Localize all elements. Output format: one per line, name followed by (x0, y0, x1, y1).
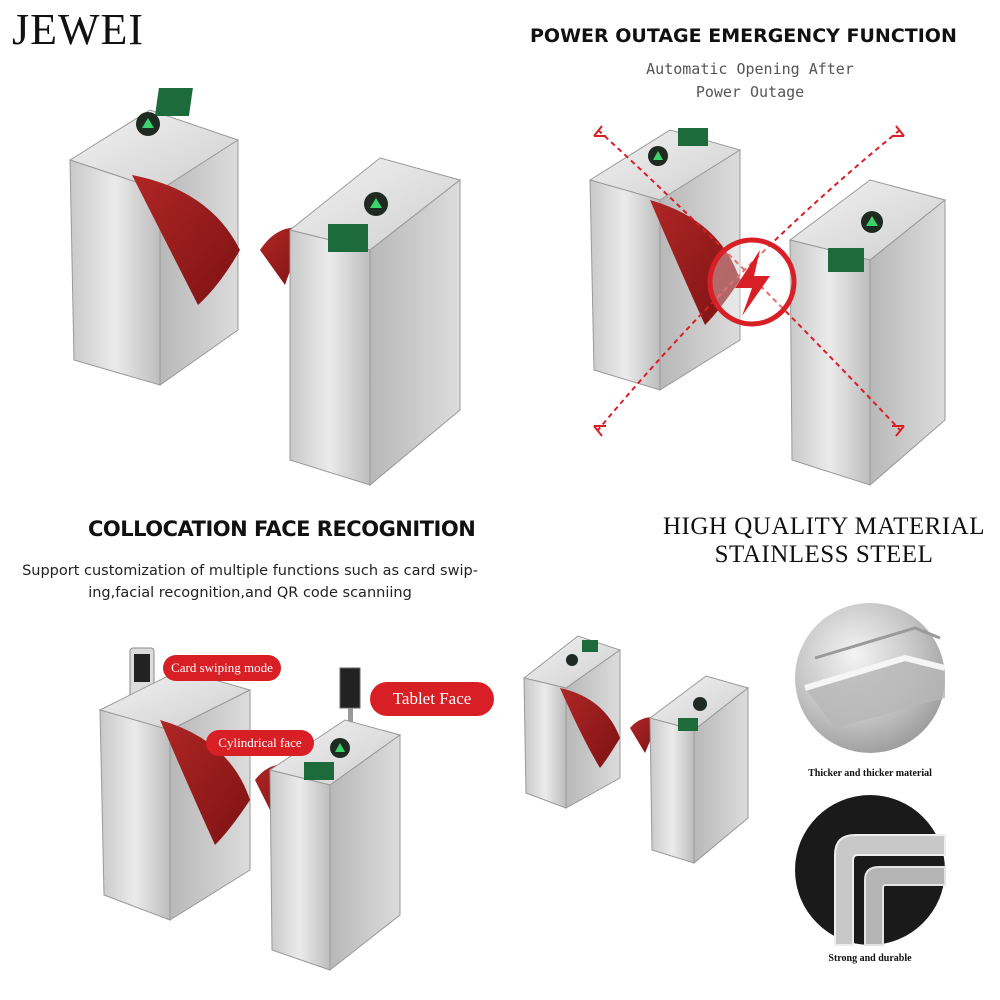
power-outage-title: POWER OUTAGE EMERGENCY FUNCTION (530, 25, 957, 47)
caption-thicker-material: Thicker and thicker material (808, 768, 932, 779)
power-outage-image (588, 125, 947, 487)
callout-card-swiping: Card swiping mode (163, 655, 281, 681)
turnstile-main-image (68, 88, 462, 487)
material-title-line2: STAINLESS STEEL (714, 541, 934, 568)
power-outage-subtitle-line1: Automatic Opening After (646, 60, 854, 78)
caption-strong-durable: Strong and durable (828, 953, 912, 964)
small-turnstile-image (522, 635, 750, 865)
callout-cylindrical-face: Cylindrical face (206, 730, 314, 756)
strong-durable-image (795, 795, 946, 946)
thick-material-image (795, 603, 946, 753)
power-outage-subtitle-line2: Power Outage (695, 83, 805, 101)
callout-tablet-face: Tablet Face (370, 682, 494, 716)
material-title-line1: HIGH QUALITY MATERIAL (662, 513, 986, 540)
face-recognition-title: COLLOCATION FACE RECOGNITION (88, 517, 476, 541)
face-recognition-desc-line2: ing,facial recognition,and QR code scann… (88, 585, 412, 601)
face-recognition-image (98, 647, 402, 972)
face-recognition-desc-line1: Support customization of multiple functi… (22, 563, 478, 579)
brand-logo: JEWEI (12, 5, 145, 54)
